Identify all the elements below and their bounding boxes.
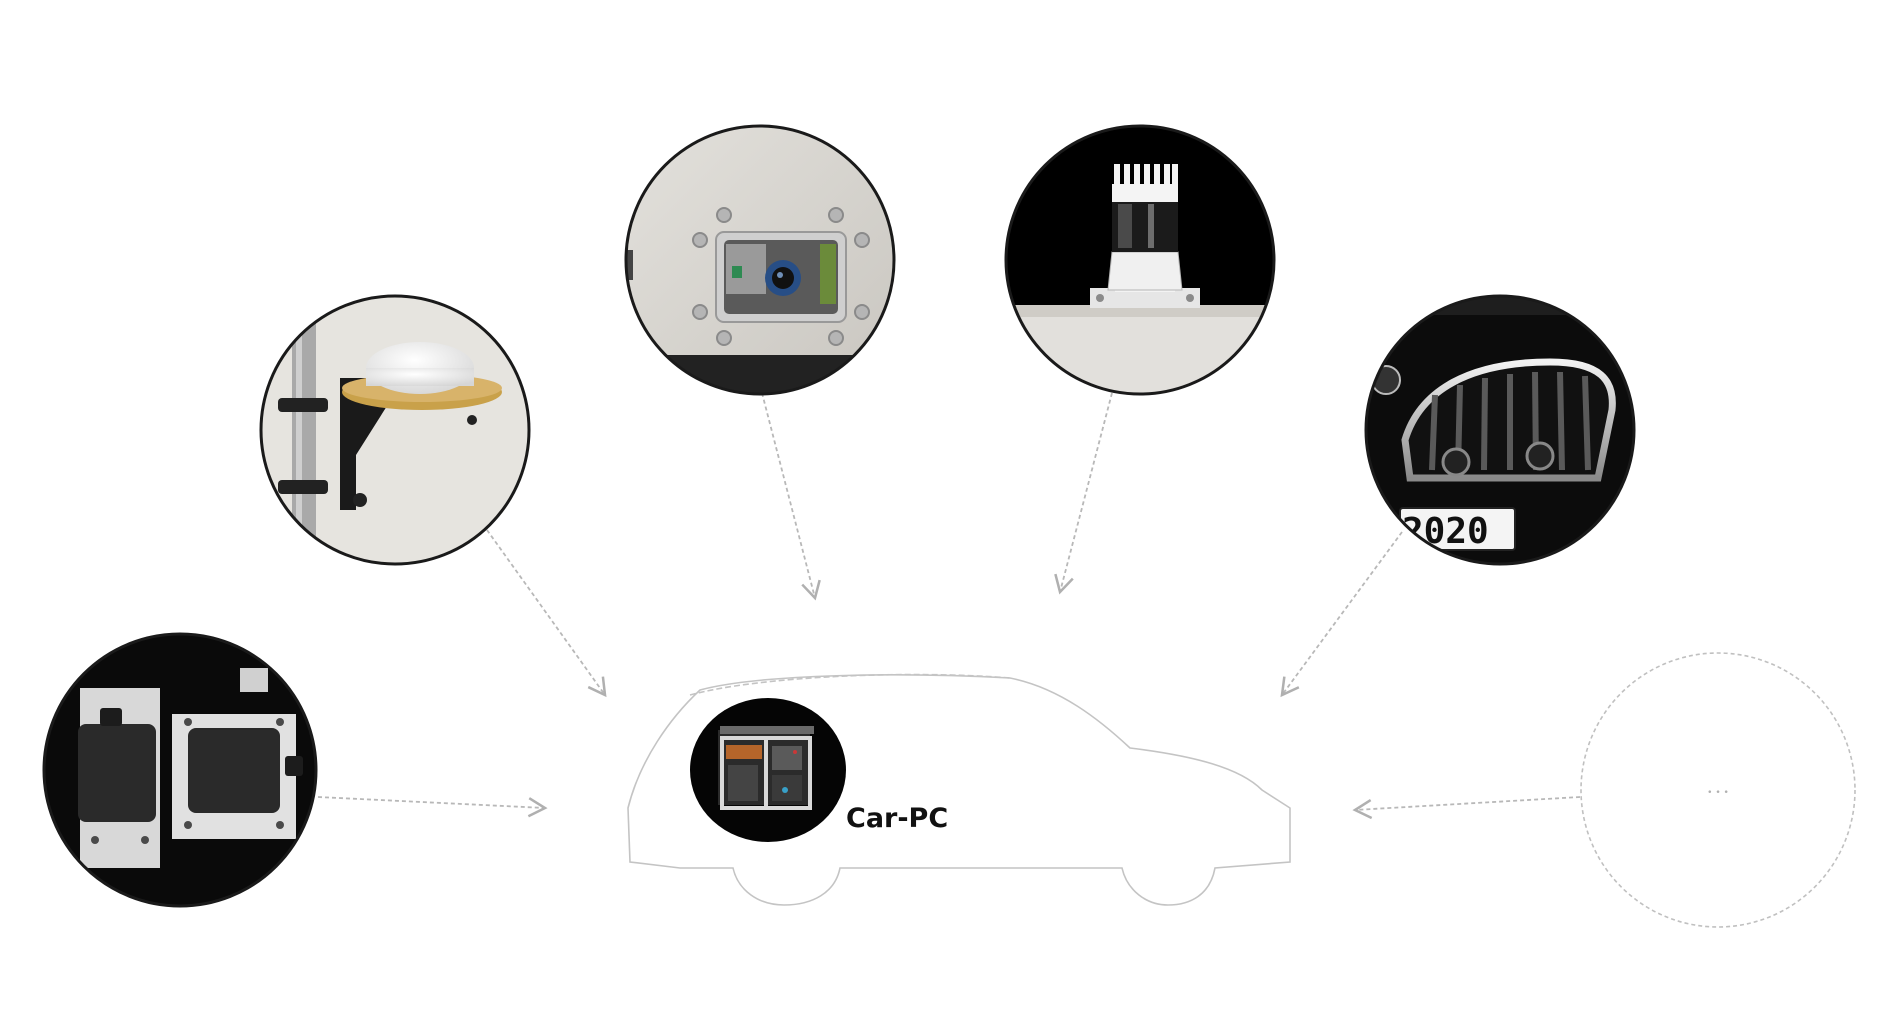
lidar-image	[1004, 124, 1276, 396]
arrow-radar-to-car	[317, 796, 548, 818]
placeholder-circle: • • •	[1580, 652, 1856, 928]
gnss-antenna-image	[259, 294, 531, 566]
car-roof-line	[689, 673, 1011, 696]
license-plate-text: 2020	[1402, 511, 1489, 552]
placeholder-dots: • • •	[1707, 788, 1729, 798]
radar-sensors-image	[42, 632, 318, 908]
arrow-grille-to-car	[1280, 531, 1403, 698]
arrow-camera-to-car	[761, 392, 821, 601]
car-pc-label: Car-PC	[846, 803, 948, 834]
camera-image	[624, 124, 896, 396]
arrow-lidar-to-car	[1054, 392, 1113, 595]
car-pc-image	[690, 698, 846, 842]
arrow-gnss-to-car	[486, 529, 607, 698]
connection-arrows	[317, 392, 1581, 820]
arrow-placeholder-to-car	[1352, 796, 1581, 820]
front-grille-image: 2020	[1364, 294, 1636, 566]
